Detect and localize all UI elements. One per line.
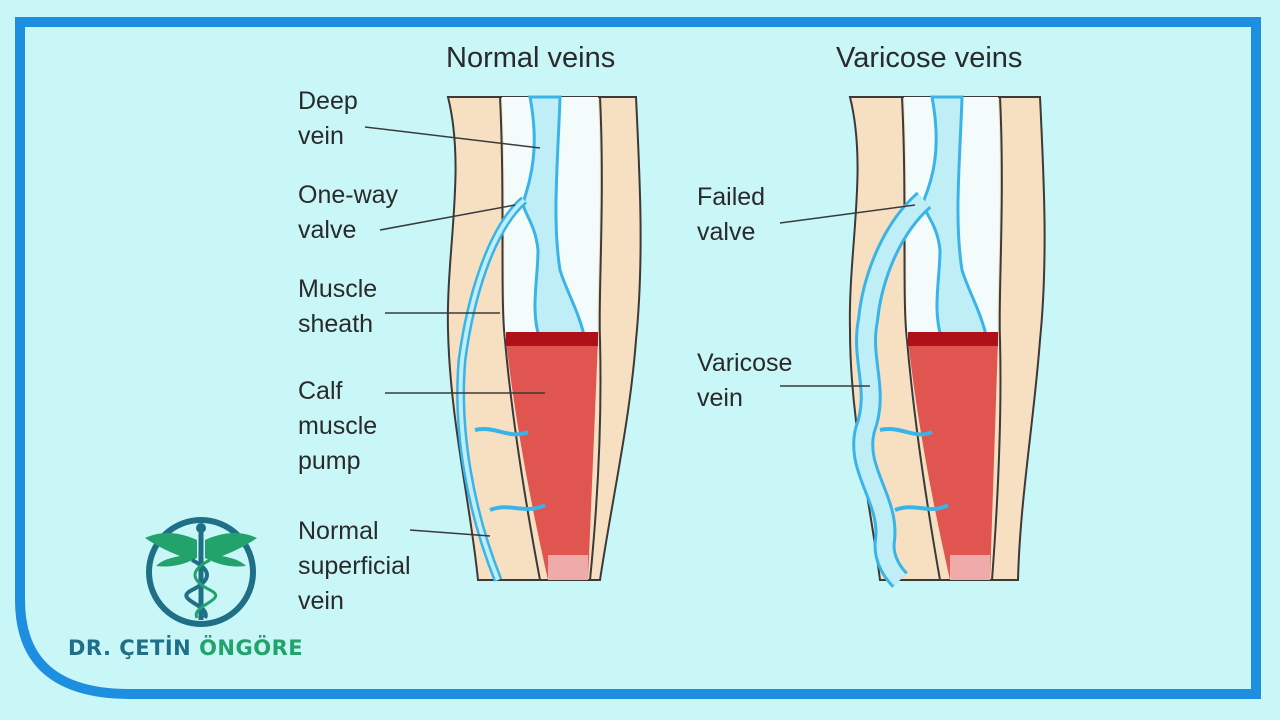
label-calf-muscle-pump-line2: muscle <box>298 412 378 440</box>
normal-leader-lines <box>364 126 545 537</box>
label-muscle-sheath-line1: Muscle <box>298 275 378 303</box>
label-varicose-vein-line1: Varicose <box>697 349 793 377</box>
label-one-way-valve: One-way valve <box>298 178 398 248</box>
varicose-leg-illustration <box>848 95 1046 588</box>
label-varicose-vein-line2: vein <box>697 384 743 412</box>
normal-perforator-vein-2 <box>489 503 546 512</box>
label-calf-muscle-pump-line3: pump <box>298 447 361 475</box>
varicose-deep-vein <box>921 95 988 342</box>
varicose-calf-muscle <box>908 340 998 580</box>
label-calf-muscle-pump-line1: Calf <box>298 377 343 405</box>
logo-right-wing <box>205 533 257 567</box>
varicose-calf-muscle-top <box>908 332 998 346</box>
label-failed-valve-line1: Failed <box>697 183 766 211</box>
label-calf-muscle-pump: Calf muscle pump <box>298 374 377 479</box>
label-normal-superficial-vein: Normal superficial vein <box>298 514 411 619</box>
label-muscle-sheath-line2: sheath <box>298 310 374 338</box>
label-normal-superficial-vein-line3: vein <box>298 587 344 615</box>
normal-superficial-vein-core <box>458 198 526 581</box>
label-deep-vein: Deep vein <box>298 84 358 154</box>
varicose-calf-muscle-fade <box>950 555 990 580</box>
label-one-way-valve-line2: valve <box>298 216 357 244</box>
varicose-inner-sheath-line <box>991 96 1003 581</box>
normal-calf-muscle <box>506 340 598 580</box>
normal-veins-title: Normal veins <box>446 42 616 74</box>
varicose-veins-title: Varicose veins <box>836 42 1023 74</box>
varicose-perforator-vein-1 <box>879 426 933 437</box>
normal-leg-illustration <box>446 95 642 582</box>
logo-left-wing <box>145 533 197 567</box>
label-varicose-vein: Varicose vein <box>697 346 792 416</box>
outer-frame-border <box>15 17 1261 699</box>
normal-calf-muscle-fade <box>548 555 588 580</box>
label-muscle-sheath: Muscle sheath <box>298 272 377 342</box>
label-normal-superficial-vein-line1: Normal <box>298 517 379 545</box>
normal-inner-sheath-line <box>589 96 603 581</box>
varicose-muscle-sheath-line <box>901 96 941 581</box>
brand-name: DR. ÇETİN ÖNGÖRE <box>68 636 303 660</box>
varicose-vein-enlarged-core <box>855 194 930 586</box>
label-failed-valve: Failed valve <box>697 180 765 250</box>
normal-perforator-vein-1 <box>474 426 529 437</box>
brand-name-part2: ÖNGÖRE <box>199 636 304 660</box>
normal-deep-vein <box>521 95 586 342</box>
label-failed-valve-line2: valve <box>697 218 756 246</box>
brand-name-part1: DR. ÇETİN <box>68 636 200 660</box>
normal-muscle-sheath-line <box>499 96 541 581</box>
normal-calf-muscle-top <box>506 332 598 346</box>
label-deep-vein-line2: vein <box>298 122 344 150</box>
varicose-leader-lines <box>779 204 916 387</box>
label-one-way-valve-line1: One-way <box>298 181 399 209</box>
caduceus-logo <box>145 517 257 627</box>
varicose-perforator-vein-2 <box>894 503 949 512</box>
label-normal-superficial-vein-line2: superficial <box>298 552 411 580</box>
logo-snake-2 <box>193 558 218 619</box>
label-deep-vein-line1: Deep <box>298 87 358 115</box>
